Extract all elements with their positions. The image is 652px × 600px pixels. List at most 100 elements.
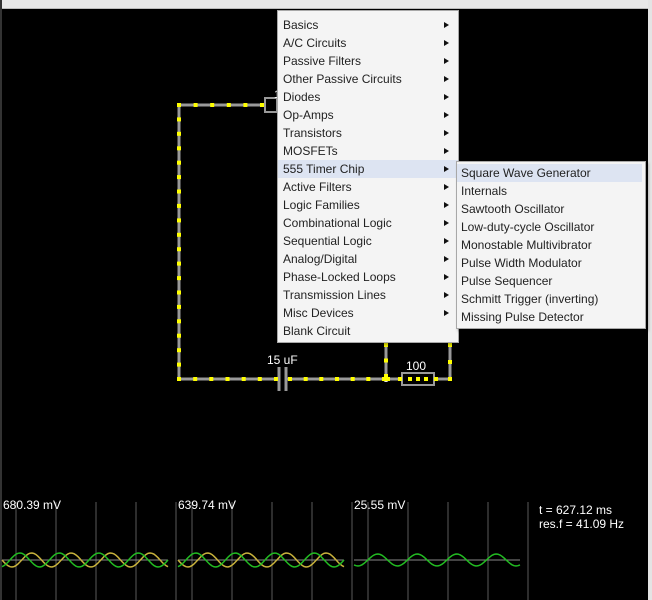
scope-1-value: 680.39 mV bbox=[3, 498, 62, 512]
menu-item-diodes[interactable]: Diodes bbox=[278, 88, 458, 106]
submenu-arrow-icon bbox=[444, 310, 449, 316]
window-left-border bbox=[0, 0, 2, 600]
current-dot bbox=[335, 377, 339, 381]
submenu-item-monostable-multivibrator[interactable]: Monostable Multivibrator bbox=[457, 236, 642, 254]
title-bar bbox=[0, 0, 652, 9]
scope-trace-voltage bbox=[353, 553, 521, 567]
submenu-arrow-icon bbox=[444, 292, 449, 298]
current-dot bbox=[177, 203, 181, 208]
menu-item-label: Diodes bbox=[283, 90, 321, 104]
resistor-label: 100 bbox=[406, 359, 426, 373]
current-dot bbox=[448, 343, 452, 347]
submenu-item-label: Low-duty-cycle Oscillator bbox=[461, 220, 595, 234]
current-dot bbox=[382, 377, 386, 381]
menu-item-basics[interactable]: Basics bbox=[278, 16, 458, 34]
submenu-item-pulse-width-modulator[interactable]: Pulse Width Modulator bbox=[457, 254, 642, 272]
current-dot bbox=[177, 175, 181, 180]
current-dot bbox=[398, 377, 402, 381]
menu-item-other-passive-circuits[interactable]: Other Passive Circuits bbox=[278, 70, 458, 88]
current-dot bbox=[177, 362, 181, 367]
current-dot bbox=[177, 377, 181, 381]
current-dot bbox=[177, 261, 181, 266]
submenu-item-label: Internals bbox=[461, 184, 508, 198]
submenu-arrow-icon bbox=[444, 184, 449, 190]
menu-item-misc-devices[interactable]: Misc Devices bbox=[278, 304, 458, 322]
submenu-item-label: Monostable Multivibrator bbox=[461, 238, 592, 252]
menu-item-phase-locked-loops[interactable]: Phase-Locked Loops bbox=[278, 268, 458, 286]
submenu-item-label: Pulse Width Modulator bbox=[461, 256, 582, 270]
current-dot bbox=[241, 377, 246, 381]
current-dot bbox=[448, 360, 452, 364]
current-dot bbox=[177, 276, 181, 281]
submenu-item-label: Square Wave Generator bbox=[461, 166, 591, 180]
menu-item-combinational-logic[interactable]: Combinational Logic bbox=[278, 214, 458, 232]
menu-item-op-amps[interactable]: Op-Amps bbox=[278, 106, 458, 124]
submenu-item-missing-pulse-detector[interactable]: Missing Pulse Detector bbox=[457, 308, 642, 326]
submenu-arrow-icon bbox=[444, 238, 449, 244]
submenu-item-sawtooth-oscillator[interactable]: Sawtooth Oscillator bbox=[457, 200, 642, 218]
current-dot bbox=[288, 377, 292, 381]
submenu-arrow-icon bbox=[444, 22, 449, 28]
menu-item-555-timer-chip[interactable]: 555 Timer Chip bbox=[278, 160, 458, 178]
current-dot bbox=[416, 377, 420, 381]
submenu-arrow-icon bbox=[444, 112, 449, 118]
current-dot bbox=[424, 377, 428, 381]
current-dot bbox=[177, 232, 181, 237]
current-dot bbox=[384, 343, 388, 347]
current-dot bbox=[274, 377, 278, 381]
submenu-arrow-icon bbox=[444, 94, 449, 100]
menu-item-active-filters[interactable]: Active Filters bbox=[278, 178, 458, 196]
menu-item-label: Blank Circuit bbox=[283, 324, 351, 338]
current-dot bbox=[177, 131, 181, 136]
menu-item-sequential-logic[interactable]: Sequential Logic bbox=[278, 232, 458, 250]
menu-item-transmission-lines[interactable]: Transmission Lines bbox=[278, 286, 458, 304]
current-dot bbox=[177, 290, 181, 295]
current-dot bbox=[257, 377, 262, 381]
current-dot bbox=[384, 358, 388, 363]
menu-item-label: Analog/Digital bbox=[283, 252, 358, 266]
menu-item-label: Passive Filters bbox=[283, 54, 362, 68]
menu-item-label: Phase-Locked Loops bbox=[283, 270, 396, 284]
current-dot bbox=[366, 377, 371, 381]
submenu-item-schmitt-trigger-inverting[interactable]: Schmitt Trigger (inverting) bbox=[457, 290, 642, 308]
menu-item-label: Other Passive Circuits bbox=[283, 72, 402, 86]
current-dot bbox=[177, 146, 181, 151]
current-dot bbox=[193, 377, 198, 381]
current-dot bbox=[303, 377, 308, 381]
current-dot bbox=[448, 377, 452, 381]
menu-item-label: Transmission Lines bbox=[283, 288, 386, 302]
scope-trace-current bbox=[1, 552, 169, 568]
menu-item-mosfets[interactable]: MOSFETs bbox=[278, 142, 458, 160]
submenu-arrow-icon bbox=[444, 58, 449, 64]
scope-trace-current bbox=[177, 552, 345, 568]
submenu-item-pulse-sequencer[interactable]: Pulse Sequencer bbox=[457, 272, 642, 290]
current-dot bbox=[243, 103, 248, 107]
submenu-item-square-wave-generator[interactable]: Square Wave Generator bbox=[457, 164, 642, 182]
submenu-item-low-duty-cycle-oscillator[interactable]: Low-duty-cycle Oscillator bbox=[457, 218, 642, 236]
submenu-arrow-icon bbox=[444, 76, 449, 82]
submenu-arrow-icon bbox=[444, 148, 449, 154]
menu-item-label: 555 Timer Chip bbox=[283, 162, 365, 176]
submenu-arrow-icon bbox=[444, 202, 449, 208]
current-dot bbox=[177, 333, 181, 338]
menu-item-blank-circuit[interactable]: Blank Circuit bbox=[278, 322, 458, 340]
menu-item-a-c-circuits[interactable]: A/C Circuits bbox=[278, 34, 458, 52]
menu-item-label: Basics bbox=[283, 18, 319, 32]
current-dot bbox=[350, 377, 355, 381]
sim-time: t = 627.12 ms bbox=[539, 503, 613, 517]
menu-item-label: Combinational Logic bbox=[283, 216, 392, 230]
menu-item-analog-digital[interactable]: Analog/Digital bbox=[278, 250, 458, 268]
scope-panel[interactable] bbox=[0, 500, 652, 600]
menu-item-label: MOSFETs bbox=[283, 144, 338, 158]
window-right-border bbox=[648, 0, 652, 600]
menu-item-logic-families[interactable]: Logic Families bbox=[278, 196, 458, 214]
current-dot bbox=[193, 103, 198, 107]
menu-item-passive-filters[interactable]: Passive Filters bbox=[278, 52, 458, 70]
submenu-item-label: Schmitt Trigger (inverting) bbox=[461, 292, 599, 306]
menu-item-transistors[interactable]: Transistors bbox=[278, 124, 458, 142]
submenu-item-internals[interactable]: Internals bbox=[457, 182, 642, 200]
menu-item-label: Logic Families bbox=[283, 198, 360, 212]
